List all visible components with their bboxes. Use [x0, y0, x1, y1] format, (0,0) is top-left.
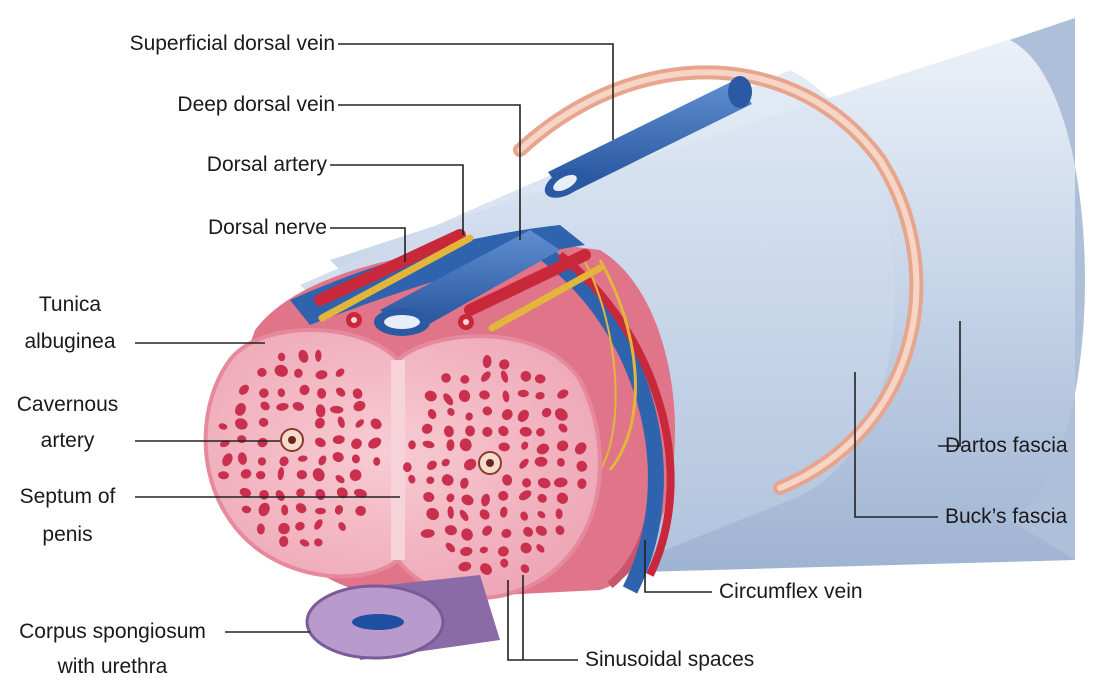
corpus-spongiosum-drawing: [307, 575, 500, 660]
sinusoid: [315, 350, 321, 362]
label-dorsal-nerve: Dorsal nerve: [120, 215, 327, 241]
label-cavernous-artery-line1: Cavernous: [5, 392, 130, 418]
corpora-cavernosa-face: [206, 330, 600, 598]
label-bucks-fascia: Buck’s fascia: [945, 504, 1095, 530]
label-circumflex-vein: Circumflex vein: [719, 579, 919, 605]
label-corpus-spongiosum-line1: Corpus spongiosum: [0, 619, 225, 645]
sinusoid: [315, 508, 326, 515]
label-superficial-dorsal-vein: Superficial dorsal vein: [60, 31, 335, 57]
label-tunica-albuginea-line2: albuginea: [10, 329, 130, 355]
label-sinusoidal-spaces: Sinusoidal spaces: [585, 647, 805, 673]
label-tunica-albuginea-line1: Tunica: [10, 292, 130, 318]
label-dartos-fascia: Dartos fascia: [945, 433, 1095, 459]
label-cavernous-artery-line2: artery: [5, 428, 130, 454]
label-septum-line1: Septum of: [5, 484, 130, 510]
label-septum-line2: penis: [5, 522, 130, 548]
label-dorsal-artery: Dorsal artery: [120, 152, 327, 178]
label-corpus-spongiosum-line2: with urethra: [0, 654, 225, 680]
label-deep-dorsal-vein: Deep dorsal vein: [100, 92, 335, 118]
